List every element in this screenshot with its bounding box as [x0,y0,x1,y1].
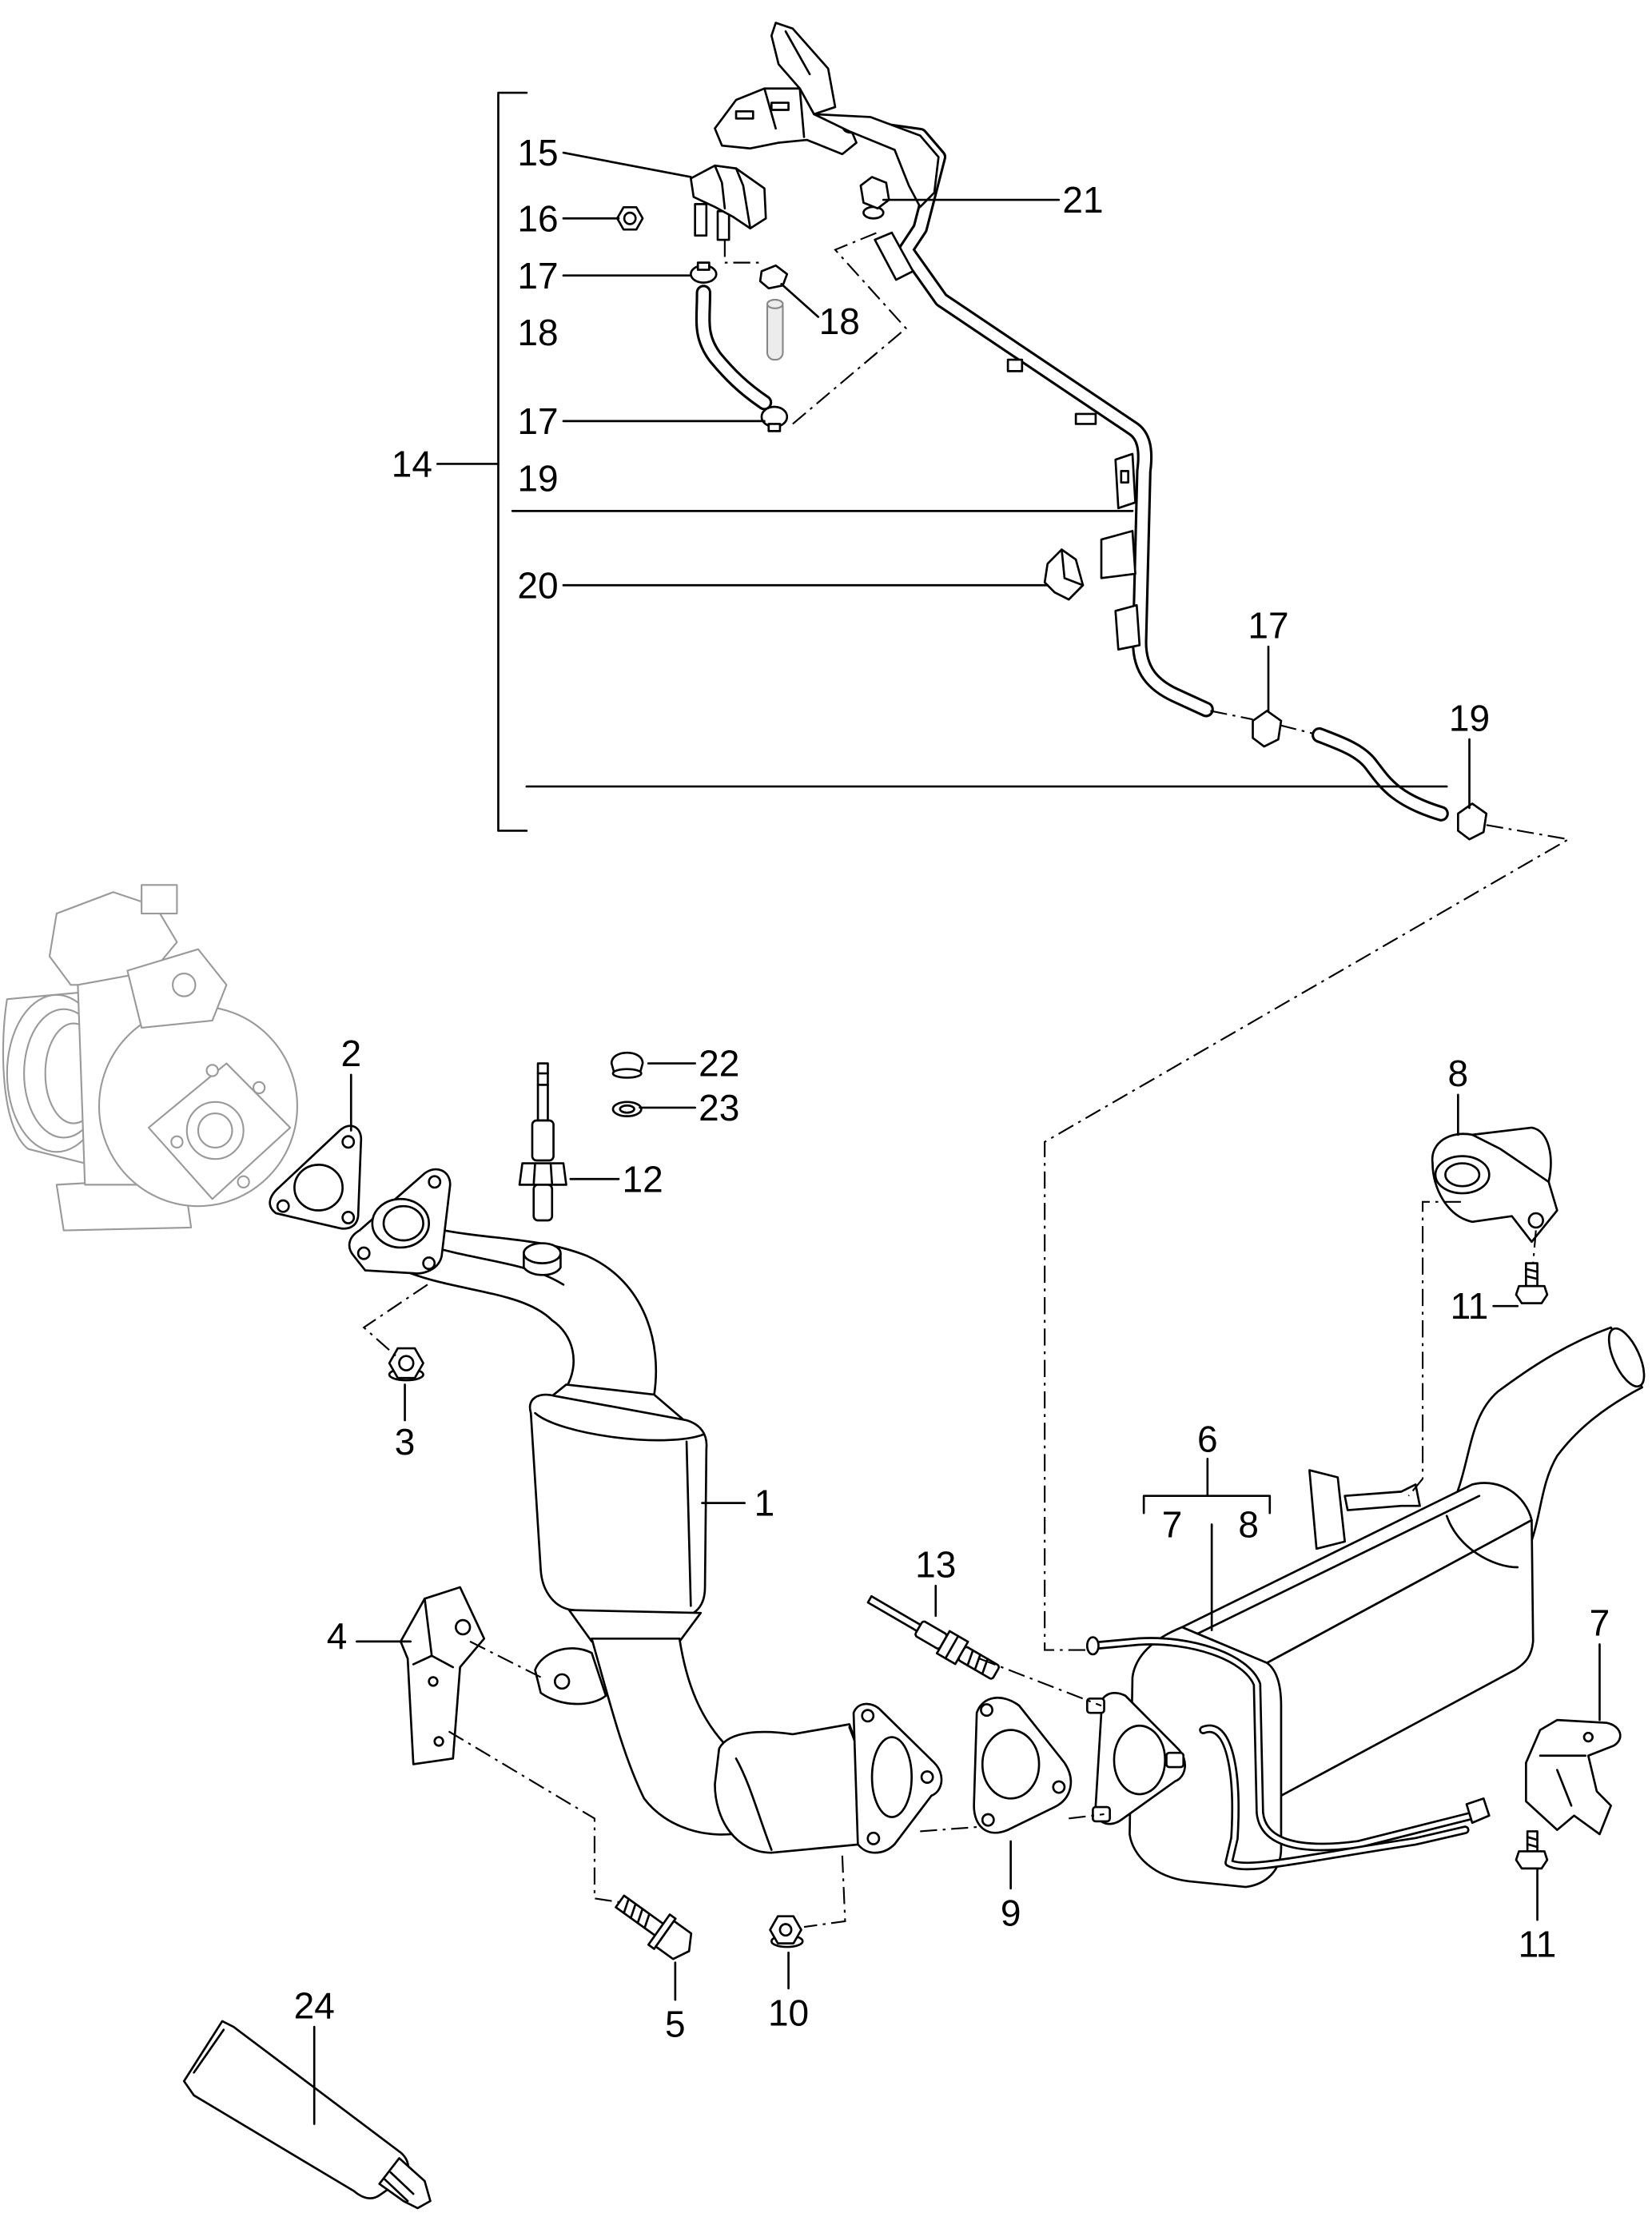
hose [695,285,773,411]
turbocharger-reference [2,884,299,1232]
mounting-plate [1308,1469,1346,1550]
muffler-bracket [1525,1718,1622,1836]
callout-2: 2 [340,1033,361,1074]
callout-20: 20 [517,564,558,606]
callout-12: 12 [623,1158,663,1200]
callout-3: 3 [395,1421,416,1463]
leader-lines [312,151,1601,2125]
hex-nut [615,205,644,231]
assembly-bracket-14 [436,91,528,832]
hose-clip [760,405,789,432]
callout-18: 18 [517,312,558,353]
sealing-washer [611,1101,643,1117]
front-pipe [348,1168,658,1398]
hex-bolt [1515,1830,1549,1870]
callout-4: 4 [327,1615,348,1657]
callout-11: 11 [1519,1923,1557,1964]
muffler-gasket [973,1696,1073,1834]
callout-14: 14 [392,443,432,484]
callout-24: 24 [294,1984,335,2026]
callout-7: 7 [1162,1503,1183,1545]
callout-21: 21 [1062,179,1103,221]
oxygen-sensor [518,1062,567,1222]
callout-labels: 15 16 17 18 17 14 19 20 21 18 17 19 2 22… [294,132,1610,2045]
hex-bolt [1515,1262,1549,1304]
callout-8: 8 [1448,1053,1469,1094]
callout-13: 13 [915,1543,956,1585]
callout-11: 11 [1451,1285,1489,1327]
flange-nut [769,1915,804,1948]
hose-clip [1457,802,1488,841]
callout-7: 7 [1590,1602,1610,1644]
hex-nut [388,1347,424,1382]
callout-17: 17 [517,400,558,442]
callout-17: 17 [1248,604,1288,646]
callout-8: 8 [1238,1503,1259,1545]
callout-15: 15 [517,132,558,173]
connection-lines-lower [362,1200,1537,1928]
rear-muffler [1085,1326,1646,1889]
hex-bolt [615,1894,693,1960]
support-bracket [399,1586,486,1765]
hose [1312,726,1449,822]
callout-23: 23 [699,1087,739,1128]
turbo-gasket [269,1124,362,1230]
callout-9: 9 [1001,1892,1021,1933]
oxygen-sensor [866,1594,1001,1680]
hose-grey [766,298,784,361]
pipe-end [874,231,914,281]
pressure-sensor [690,164,767,241]
paste-tube [182,2020,432,2210]
callout-22: 22 [699,1042,739,1084]
mounting-pin [1343,1483,1421,1511]
callout-19: 19 [517,457,558,499]
catalytic-converter [528,1383,943,1854]
callout-18: 18 [819,301,860,342]
pipe-clip [1043,548,1085,601]
callout-19: 19 [1449,697,1490,738]
mounting-bracket-top [714,22,858,156]
callout-16: 16 [517,197,558,239]
pressure-pipe [813,113,1214,718]
callout-10: 10 [768,1992,809,2033]
hose-clip [690,261,718,284]
callout-17: 17 [517,255,558,297]
hose-clip [1252,710,1283,748]
callout-1: 1 [754,1483,775,1524]
callout-6: 6 [1197,1418,1218,1459]
callout-5: 5 [665,2003,686,2044]
flange-nut [859,176,890,220]
sealing-plug [610,1051,644,1079]
rubber-mount-bracket [1431,1126,1558,1244]
